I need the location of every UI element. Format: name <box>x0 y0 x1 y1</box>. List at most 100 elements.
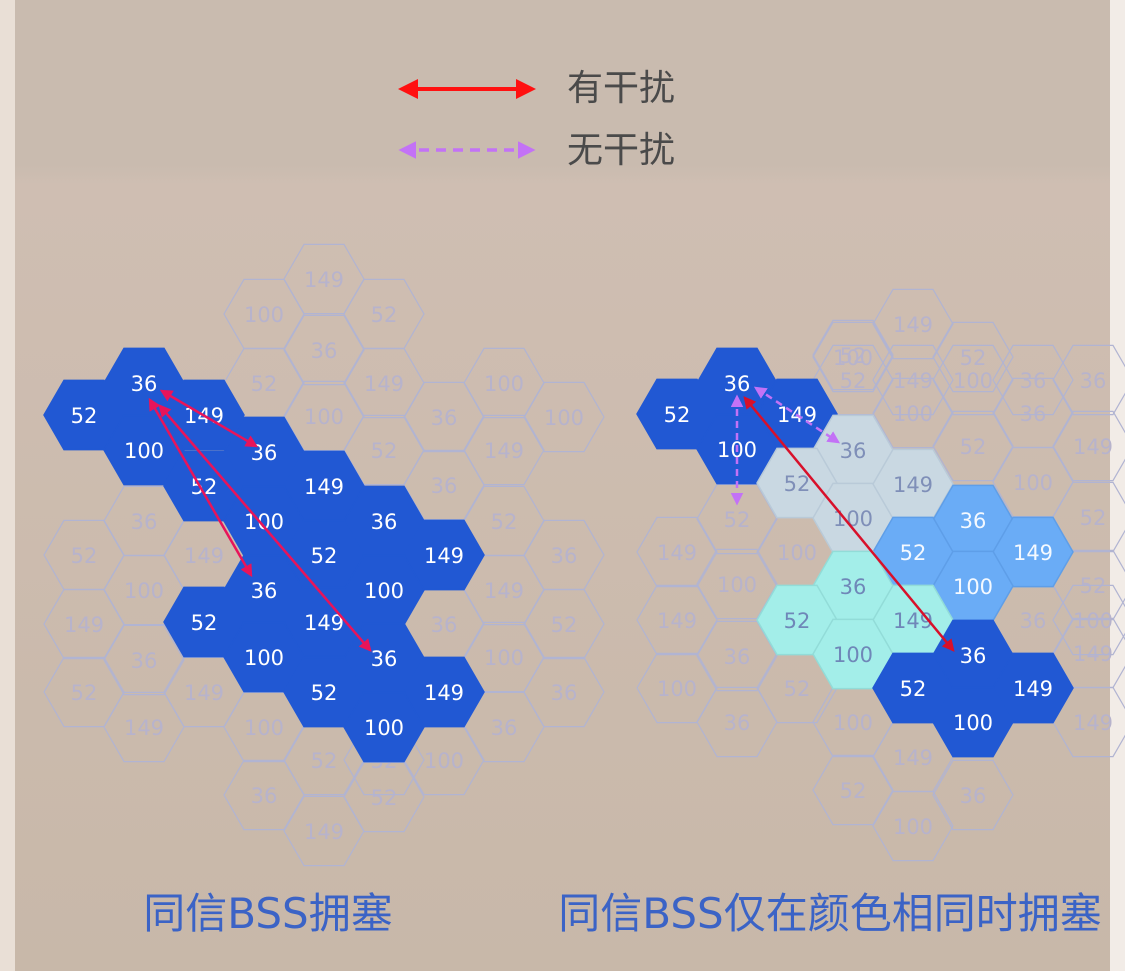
hex-channel-label: 100 <box>124 439 164 463</box>
hex-channel-label: 52 <box>960 346 987 370</box>
hex-shape <box>636 584 718 656</box>
hex-cell-faint: 149 <box>283 795 365 867</box>
hex-channel-label: 149 <box>893 609 933 633</box>
hex-channel-label: 52 <box>251 372 278 396</box>
hex-channel-label: 36 <box>1020 369 1047 393</box>
hex-channel-label: 149 <box>424 681 464 705</box>
right-panel-arrows <box>730 386 955 652</box>
hex-cell-dark: 100 <box>932 686 1014 758</box>
hex-channel-label: 100 <box>244 303 284 327</box>
hex-channel-label: 36 <box>311 339 338 363</box>
hex-cell-dark: 149 <box>992 652 1074 724</box>
hex-cell-faint: 100 <box>812 321 894 393</box>
hex-channel-label: 52 <box>311 749 338 773</box>
hex-cell-faint: 52 <box>812 319 894 391</box>
hex-channel-label: 52 <box>840 779 867 803</box>
hex-channel-label: 52 <box>664 403 691 427</box>
hex-channel-label: 36 <box>551 681 578 705</box>
hex-shape <box>223 759 305 831</box>
hex-channel-label: 36 <box>960 644 987 668</box>
hex-shape <box>1052 344 1125 416</box>
hex-shape <box>812 754 894 826</box>
hex-channel-label: 52 <box>1080 506 1107 530</box>
hex-shape <box>403 449 485 521</box>
hex-shape <box>872 288 954 360</box>
hex-channel-label: 149 <box>484 439 524 463</box>
hex-channel-label: 52 <box>724 508 751 532</box>
hex-shape <box>1052 410 1125 482</box>
hex-channel-label: 100 <box>304 405 344 429</box>
hex-cell-dark: 52 <box>43 379 125 451</box>
hex-cell-faint: 100 <box>523 381 605 453</box>
hex-channel-label: 52 <box>784 677 811 701</box>
hex-cell-faint: 52 <box>812 754 894 826</box>
hex-channel-label: 52 <box>311 544 338 568</box>
hex-cell-faint: 149 <box>1052 410 1125 482</box>
hex-shape <box>812 319 894 391</box>
hex-cell-faint: 36 <box>403 381 485 453</box>
hex-channel-label: 52 <box>191 611 218 635</box>
hex-cell-faint: 149 <box>103 691 185 763</box>
hex-channel-label: 36 <box>431 474 458 498</box>
hex-channel-label: 149 <box>893 746 933 770</box>
hex-shape <box>992 344 1074 416</box>
hex-cell-faint: 52 <box>343 761 425 833</box>
hex-cell-dark: 149 <box>403 656 485 728</box>
hex-shape <box>103 691 185 763</box>
hex-channel-label: 100 <box>484 372 524 396</box>
hex-cell-faint: 52 <box>932 321 1014 393</box>
hex-channel-label: 52 <box>71 404 98 428</box>
hex-shape <box>523 588 605 660</box>
hex-channel-label: 149 <box>1013 541 1053 565</box>
right-edge-strip <box>1110 0 1125 971</box>
left-caption: 同信BSS拥塞 <box>143 889 392 938</box>
hex-cell-faint: 149 <box>1052 686 1125 758</box>
hex-channel-label: 149 <box>1073 435 1113 459</box>
legend: 有干扰 无干扰 <box>398 68 675 171</box>
hex-channel-label: 149 <box>304 268 344 292</box>
interference-arrow <box>158 404 372 652</box>
hex-cell-faint: 100 <box>872 790 954 862</box>
hex-channel-label: 149 <box>1073 711 1113 735</box>
hex-channel-label: 100 <box>244 716 284 740</box>
hex-channel-label: 52 <box>71 544 98 568</box>
hex-cell-faint: 100 <box>103 554 185 626</box>
hex-channel-label: 100 <box>1013 471 1053 495</box>
legend-label-interference: 有干扰 <box>567 68 675 109</box>
hex-channel-label: 52 <box>784 609 811 633</box>
hex-shape <box>283 795 365 867</box>
hex-channel-label: 36 <box>371 647 398 671</box>
hex-channel-label: 36 <box>551 544 578 568</box>
hex-cell-dark: 100 <box>343 691 425 763</box>
hex-channel-label: 36 <box>251 784 278 808</box>
hex-channel-label: 36 <box>724 372 751 396</box>
hex-channel-label: 100 <box>953 369 993 393</box>
hex-cell-faint: 100 <box>1052 584 1125 656</box>
hex-channel-label: 100 <box>244 646 284 670</box>
hex-channel-label: 100 <box>777 541 817 565</box>
hex-cell-faint: 149 <box>872 288 954 360</box>
hex-shape <box>932 686 1014 758</box>
hex-channel-label: 149 <box>893 473 933 497</box>
hex-channel-label: 149 <box>657 609 697 633</box>
hex-channel-label: 100 <box>364 716 404 740</box>
hex-channel-label: 100 <box>833 643 873 667</box>
hex-channel-label: 52 <box>960 435 987 459</box>
hex-channel-label: 149 <box>657 541 697 565</box>
hex-channel-label: 52 <box>371 303 398 327</box>
hex-channel-label: 36 <box>431 613 458 637</box>
hex-channel-label: 36 <box>431 406 458 430</box>
hex-shape <box>872 790 954 862</box>
hex-cell-faint: 149 <box>636 516 718 588</box>
hex-channel-label: 36 <box>491 716 518 740</box>
hex-channel-label: 52 <box>71 681 98 705</box>
hex-channel-label: 52 <box>311 681 338 705</box>
hex-channel-label: 100 <box>544 406 584 430</box>
hex-channel-label: 52 <box>840 344 867 368</box>
hex-channel-label: 36 <box>1020 609 1047 633</box>
hex-shape <box>283 314 365 386</box>
hex-channel-label: 149 <box>364 372 404 396</box>
hex-channel-label: 149 <box>184 681 224 705</box>
hex-channel-label: 36 <box>131 372 158 396</box>
